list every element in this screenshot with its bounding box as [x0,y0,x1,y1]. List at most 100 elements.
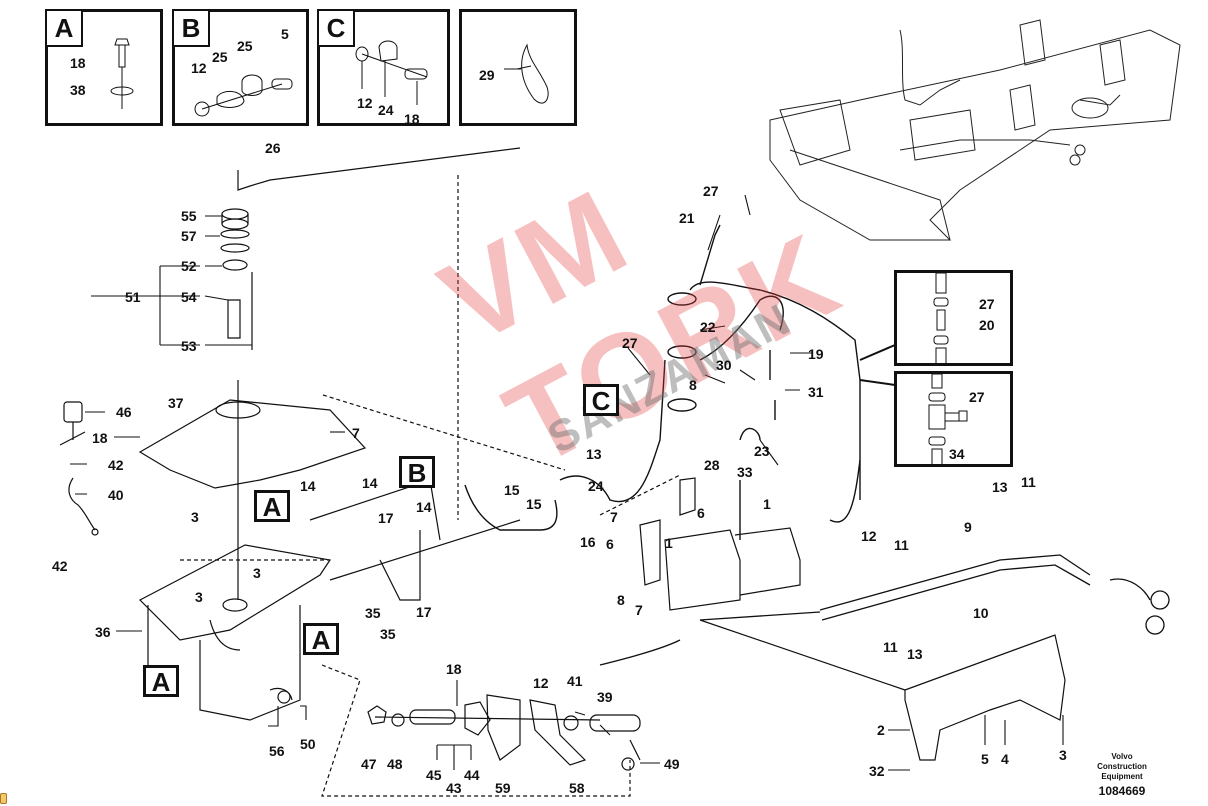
part-label: 42 [52,558,68,574]
bolt-washer-icon [110,38,134,109]
part-label: 36 [95,624,111,640]
footer-block: Volvo Construction Equipment 1084669 [1072,752,1172,798]
part-label: 9 [964,519,972,535]
hose-connector-icon [933,272,949,366]
part-label: 35 [365,605,381,621]
part-label: 56 [269,743,285,759]
part-label: 39 [597,689,613,705]
part-label: 3 [195,589,203,605]
detail-box-b: B 12 25 25 5 [172,9,309,126]
part-label: 44 [464,767,480,783]
part-label: 55 [181,208,197,224]
detail-box-a: A 18 38 [45,9,163,126]
part-label: 8 [617,592,625,608]
part-label: 51 [125,289,141,305]
leader-lines [70,57,1064,771]
drawing-number: 1084669 [1098,784,1146,798]
cable-tie-icon [504,43,549,104]
clip-bolt-icon [355,40,428,105]
detail-tag-a: A [47,11,83,47]
part-label: 27 [979,296,995,312]
detail-tag-c: C [319,11,355,47]
part-label: 14 [362,475,378,491]
inset-connectors [859,344,896,386]
part-label: 14 [300,478,316,494]
part-label: 31 [808,384,824,400]
part-label: 16 [580,534,596,550]
detail-tag-b: B [174,11,210,47]
part-label: 13 [586,446,602,462]
part-label: 7 [610,509,618,525]
part-label: 46 [116,404,132,420]
part-label: 14 [416,499,432,515]
part-label: 2 [877,722,885,738]
heater-units [639,477,801,611]
clamp-assembly-icon [194,74,293,117]
part-label: 48 [387,756,403,772]
dashed-reference-lines [180,175,681,797]
part-label: 58 [569,780,585,796]
detail-box-c: C 12 24 18 [317,9,450,126]
part-label: 18 [70,55,86,71]
part-label: 18 [446,661,462,677]
machine-frame-overview [769,19,1181,241]
part-label: 11 [1021,474,1036,490]
part-label: 15 [504,482,520,498]
part-label: 5 [981,751,989,767]
inset-connector-34: 27 34 [894,371,1013,467]
part-label: 29 [479,67,495,83]
part-label: 37 [168,395,184,411]
part-label: 28 [704,457,720,473]
tee-connector-icon [928,373,968,467]
part-label: 3 [1059,747,1067,763]
part-label: 7 [635,602,643,618]
part-label: 43 [446,780,462,796]
part-label: 13 [992,479,1008,495]
part-label: 20 [979,317,995,333]
part-label: 1 [665,535,673,551]
part-label: 45 [426,767,442,783]
part-label: 30 [716,357,732,373]
part-label: 3 [191,509,199,525]
part-label: 11 [883,639,898,655]
part-label: 22 [700,319,716,335]
part-label: 33 [737,464,753,480]
part-label: 25 [237,38,253,54]
part-label: 18 [404,111,420,127]
inset-connector-20: 27 20 [894,270,1013,366]
part-label: 41 [567,673,583,689]
part-label: 27 [703,183,719,199]
part-label: 54 [181,289,197,305]
part-label: 38 [70,82,86,98]
part-label: 52 [181,258,197,274]
part-label: 21 [679,210,695,226]
part-label: 27 [969,389,985,405]
breather-assembly [59,401,99,536]
lever-exploded-detail [367,694,641,771]
part-label: 6 [606,536,614,552]
part-label: 11 [894,537,909,553]
part-label: 8 [689,377,697,393]
callout-a-lower: A [143,665,179,697]
mounting-plate [699,619,1066,761]
part-label: 23 [754,443,770,459]
corner-marker-icon [0,793,7,804]
part-label: 18 [92,430,108,446]
part-label: 4 [1001,751,1009,767]
manufacturer-name: Volvo Construction Equipment [1097,752,1147,781]
part-label: 12 [533,675,549,691]
part-label: 40 [108,487,124,503]
part-label: 34 [949,446,965,462]
part-label: 13 [907,646,923,662]
heater-hoses [464,224,861,540]
callout-c: C [583,384,619,416]
part-label: 32 [869,763,885,779]
part-label: 57 [181,228,197,244]
part-label: 42 [108,457,124,473]
callout-a-right: A [303,623,339,655]
callout-a-upper: A [254,490,290,522]
detail-box-cable-tie: 29 [459,9,577,126]
part-label: 15 [526,496,542,512]
part-label: 3 [253,565,261,581]
